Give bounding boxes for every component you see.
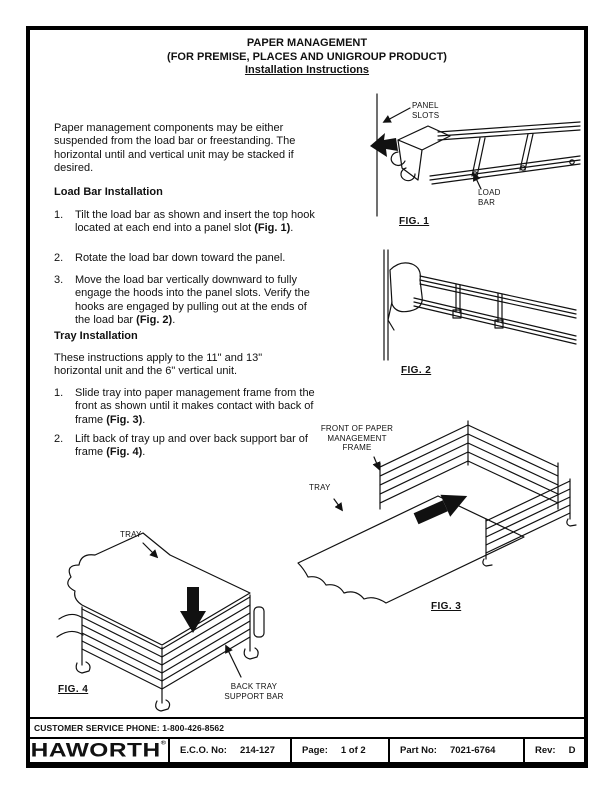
front-frame-leader <box>372 456 381 471</box>
part-value: 7021-6764 <box>449 745 496 756</box>
fig4-back-bar-label: BACK TRAY SUPPORT BAR <box>224 682 284 701</box>
fig1-caption: FIG. 1 <box>399 216 430 227</box>
doc-title: PAPER MANAGEMENT <box>246 37 368 49</box>
fig2-caption: FIG. 2 <box>401 365 432 376</box>
haworth-logo: HAWORTH® <box>31 739 167 761</box>
tray-sheet <box>67 532 251 646</box>
part-label: Part No: <box>400 745 437 756</box>
part-cell: Part No: 7021-6764 <box>388 739 523 762</box>
fig1-drawing <box>370 93 581 217</box>
step-text: Tilt the load bar as shown and insert th… <box>75 209 315 235</box>
logo-cell: HAWORTH® <box>30 739 168 762</box>
eco-cell: E.C.O. No: 214-127 <box>168 739 290 762</box>
back-bar-leader <box>225 644 242 678</box>
fig3-caption: FIG. 3 <box>431 601 462 612</box>
tray-step-1: 1. Slide tray into paper management fram… <box>54 387 316 427</box>
page-border <box>26 26 588 768</box>
press-down-arrow-icon <box>180 587 206 633</box>
page-cell: Page: 1 of 2 <box>290 739 388 762</box>
eco-label: E.C.O. No: <box>180 745 227 756</box>
load-bar-leader <box>473 172 482 190</box>
step-number: 1. <box>54 387 64 399</box>
load-bar-step-2: 2. Rotate the load bar down toward the p… <box>54 252 316 265</box>
tray-leader <box>142 542 159 559</box>
tray-leader <box>333 498 343 512</box>
step-number: 2. <box>54 252 64 264</box>
customer-service-bar: CUSTOMER SERVICE PHONE: 1-800-426-8562 <box>30 717 584 737</box>
rev-label: Rev: <box>535 745 556 756</box>
page-label: Page: <box>302 745 328 756</box>
load-bar-heading: Load Bar Installation <box>54 186 163 198</box>
doc-title-instructions: Installation Instructions <box>244 64 370 76</box>
title-block: PAPER MANAGEMENT (FOR PREMISE, PLACES AN… <box>30 37 584 78</box>
customer-service-phone: CUSTOMER SERVICE PHONE: 1-800-426-8562 <box>34 723 225 733</box>
rev-value: D <box>568 745 576 756</box>
rev-cell: Rev: D <box>523 739 584 762</box>
intro-paragraph: Paper management components may be eithe… <box>54 122 296 175</box>
eco-value: 214-127 <box>239 745 275 756</box>
tray-sheet <box>297 495 525 604</box>
fig1-panel-slots-label: PANEL SLOTS <box>412 101 440 120</box>
step-text: Rotate the load bar down toward the pane… <box>75 252 286 264</box>
fig2-drawing <box>383 249 577 361</box>
doc-subtitle: (FOR PREMISE, PLACES AND UNIGROUP PRODUC… <box>167 50 447 63</box>
insert-arrow-icon <box>370 133 398 157</box>
step-number: 3. <box>54 274 64 286</box>
fig3-front-frame-label: FRONT OF PAPER MANAGEMENT FRAME <box>320 424 394 452</box>
registered-mark: ® <box>161 740 167 746</box>
panel-slots-leader <box>382 107 411 123</box>
page-value: 1 of 2 <box>340 745 366 756</box>
load-bar-step-1: 1. Tilt the load bar as shown and insert… <box>54 209 316 236</box>
step-number: 1. <box>54 209 64 221</box>
tray-step-2: 2. Lift back of tray up and over back su… <box>54 433 316 460</box>
step-text: Move the load bar vertically downward to… <box>75 274 310 327</box>
step-text: Slide tray into paper management frame f… <box>75 387 315 426</box>
fig3-tray-label: TRAY <box>309 483 331 492</box>
fig4-tray-label: TRAY <box>120 530 142 539</box>
fig4-drawing <box>56 532 265 712</box>
fig4-caption: FIG. 4 <box>58 684 89 695</box>
fig3-drawing <box>297 420 577 604</box>
step-text: Lift back of tray up and over back suppo… <box>75 433 308 459</box>
step-number: 2. <box>54 433 64 445</box>
tray-heading: Tray Installation <box>54 330 138 342</box>
slide-arrow-icon <box>413 494 468 525</box>
fig1-load-bar-label: LOAD BAR <box>478 188 501 207</box>
load-bar-step-3: 3. Move the load bar vertically downward… <box>54 274 316 328</box>
footer-table: HAWORTH® E.C.O. No: 214-127 Page: 1 of 2… <box>30 737 584 762</box>
tray-intro: These instructions apply to the 11" and … <box>54 352 263 378</box>
